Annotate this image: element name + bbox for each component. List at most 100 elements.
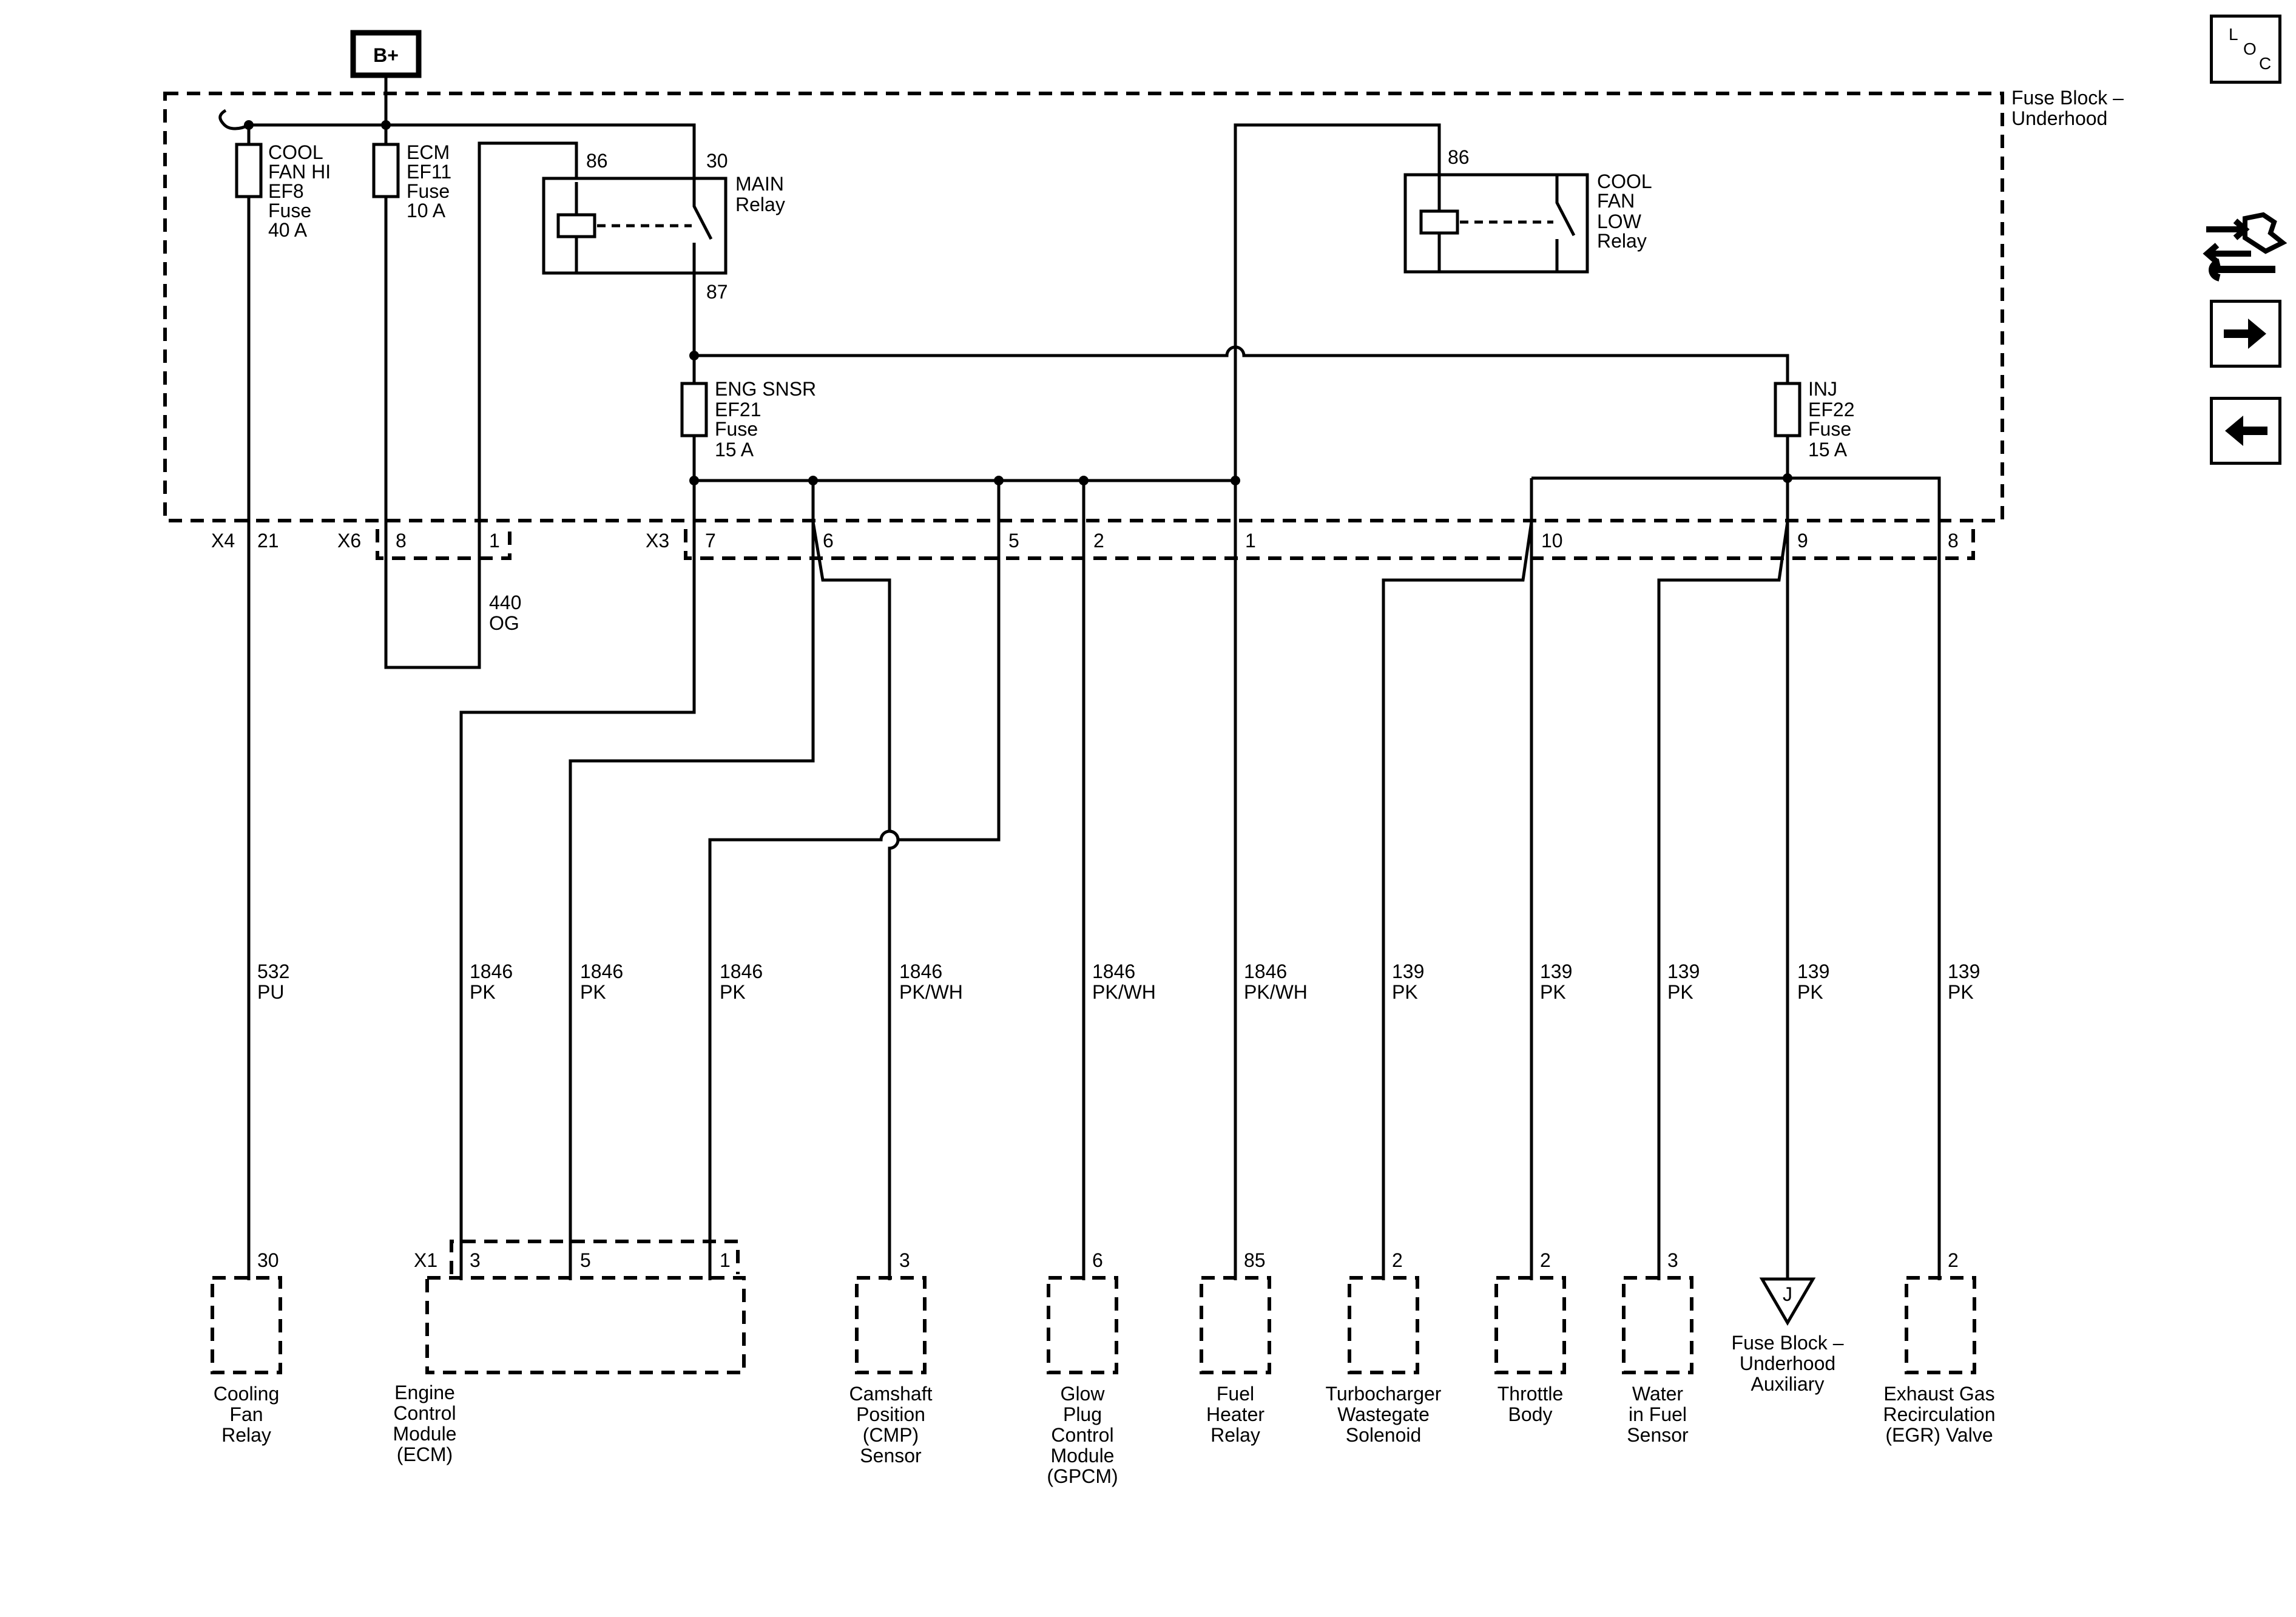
circuit-8-num: 139 xyxy=(1392,960,1424,982)
name-ecm-2: Control xyxy=(393,1402,456,1424)
name-gpcm-5: (GPCM) xyxy=(1047,1465,1118,1487)
main-relay-l1: MAIN xyxy=(735,173,784,195)
name-throttle-1: Throttle xyxy=(1497,1383,1563,1405)
fuse-eng-snsr-l3: Fuse xyxy=(715,418,758,440)
circuit-11-num: 139 xyxy=(1797,960,1829,982)
fuse-ecm-l1: ECM xyxy=(407,141,450,163)
circuit-4-color: PK xyxy=(720,981,746,1003)
circuit-6-color: PK/WH xyxy=(1092,981,1156,1003)
wire-ecm-fuse xyxy=(384,125,578,669)
ref-symbol: J xyxy=(1783,1283,1792,1305)
terminal-ecm-5: 5 xyxy=(580,1249,591,1271)
circuit-5-num: 1846 xyxy=(899,960,942,982)
circuit-9-num: 139 xyxy=(1540,960,1572,982)
wire-water-fuel xyxy=(1657,478,1789,1280)
loc-letter-c: C xyxy=(2259,54,2272,73)
component-cooling-fan-relay xyxy=(211,1276,282,1374)
fuse-inj-l4: 15 A xyxy=(1808,439,1848,461)
fuse-inj-l3: Fuse xyxy=(1808,418,1851,440)
arrow-left-icon xyxy=(2225,416,2267,446)
name-turbo-2: Wastegate xyxy=(1337,1403,1430,1425)
wire-ecm-3 xyxy=(459,481,696,1280)
cool-fan-low-l3: LOW xyxy=(1597,211,1642,232)
connector-x6-pin1: 1 xyxy=(489,530,500,552)
connector-x1-name: X1 xyxy=(414,1249,437,1271)
fuse-eng-snsr xyxy=(680,382,708,437)
name-ecm-3: Module xyxy=(393,1423,457,1445)
main-relay-pin30: 30 xyxy=(706,150,728,172)
name-gpcm-1: Glow xyxy=(1061,1383,1106,1405)
fuse-cool-fan-hi-l5: 40 A xyxy=(268,219,308,241)
name-gpcm-3: Control xyxy=(1051,1424,1113,1446)
bus-139 xyxy=(1531,476,1941,1280)
loc-button[interactable]: L O C xyxy=(2210,15,2281,84)
cool-fan-low-coil xyxy=(1419,209,1459,235)
fuse-eng-snsr-l2: EF21 xyxy=(715,399,761,420)
circuit-2-color: PK xyxy=(470,981,496,1003)
component-egr xyxy=(1905,1276,1976,1374)
next-button[interactable] xyxy=(2210,300,2281,368)
name-egr-3: (EGR) Valve xyxy=(1885,1424,1993,1446)
circuit-7-color: PK/WH xyxy=(1244,981,1308,1003)
cool-fan-low-pin86: 86 xyxy=(1448,146,1470,168)
name-fuel-heater-3: Relay xyxy=(1210,1424,1260,1446)
wire-ecm-5 xyxy=(569,481,815,1280)
loc-letter-o: O xyxy=(2243,39,2257,58)
component-water-fuel xyxy=(1622,1276,1693,1374)
fuse-cool-fan-hi-l3: EF8 xyxy=(268,180,304,202)
circuit-1-color: PU xyxy=(257,981,284,1003)
connector-x3-name: X3 xyxy=(646,530,669,552)
name-ecm-1: Engine xyxy=(394,1382,455,1403)
main-relay-coil xyxy=(556,213,596,238)
connector-x3-pin2: 2 xyxy=(1093,530,1104,552)
fuse-eng-snsr-l1: ENG SNSR xyxy=(715,378,816,400)
name-cooling-fan-relay-2: Fan xyxy=(229,1403,263,1425)
circuit-4-num: 1846 xyxy=(720,960,763,982)
name-fuse-aux-3: Auxiliary xyxy=(1751,1373,1825,1395)
name-fuel-heater-2: Heater xyxy=(1206,1403,1264,1425)
circuit-2-num: 1846 xyxy=(470,960,513,982)
prev-button[interactable] xyxy=(2210,397,2281,465)
connector-x3-pin8: 8 xyxy=(1948,530,1959,552)
circuit-9-color: PK xyxy=(1540,981,1566,1003)
connector-x3-pin6: 6 xyxy=(823,530,834,552)
cool-fan-low-l2: FAN xyxy=(1597,190,1635,212)
fuse-cool-fan-hi-l4: Fuse xyxy=(268,200,311,221)
name-water-fuel-3: Sensor xyxy=(1627,1424,1689,1446)
connector-x3-pin10: 10 xyxy=(1541,530,1563,552)
name-turbo-1: Turbocharger xyxy=(1326,1383,1442,1405)
arrow-right-icon xyxy=(2224,319,2266,349)
name-cooling-fan-relay-1: Cooling xyxy=(214,1383,280,1405)
wire-cool-fan-low-feed xyxy=(1234,123,1441,481)
connector-x6-name: X6 xyxy=(337,530,361,552)
b-plus-label: B+ xyxy=(373,44,399,66)
terminal-fuel-heater: 85 xyxy=(1244,1249,1266,1271)
main-relay-l2: Relay xyxy=(735,194,785,215)
name-water-fuel-1: Water xyxy=(1632,1383,1684,1405)
name-cmp-1: Camshaft xyxy=(849,1383,933,1405)
name-fuse-aux-2: Underhood xyxy=(1740,1352,1835,1374)
connector-x4-pin: 21 xyxy=(257,530,279,552)
connector-wrench-icon[interactable] xyxy=(2203,206,2289,285)
circuit-6-num: 1846 xyxy=(1092,960,1135,982)
name-turbo-3: Solenoid xyxy=(1346,1424,1422,1446)
terminal-water-fuel: 3 xyxy=(1667,1249,1678,1271)
main-relay-pin86: 86 xyxy=(586,150,608,172)
component-throttle xyxy=(1494,1276,1566,1374)
circuit-12-num: 139 xyxy=(1948,960,1980,982)
circuit-10-num: 139 xyxy=(1667,960,1700,982)
component-cmp xyxy=(855,1276,927,1374)
wire-cmp xyxy=(811,521,900,1280)
name-throttle-2: Body xyxy=(1508,1403,1553,1425)
cool-fan-low-switch xyxy=(1555,175,1576,272)
wire-440-num: 440 xyxy=(489,592,521,613)
terminal-ecm-3: 3 xyxy=(470,1249,481,1271)
connector-x3 xyxy=(684,529,1975,560)
fuse-cool-fan-hi-l1: COOL xyxy=(268,141,323,163)
main-relay-switch xyxy=(692,178,713,356)
terminal-egr: 2 xyxy=(1948,1249,1959,1271)
fuse-ecm-l3: Fuse xyxy=(407,180,450,202)
name-cmp-4: Sensor xyxy=(860,1445,922,1467)
fuse-block-name-2: Underhood xyxy=(2011,107,2107,129)
fuse-cool-fan-hi xyxy=(235,143,263,198)
